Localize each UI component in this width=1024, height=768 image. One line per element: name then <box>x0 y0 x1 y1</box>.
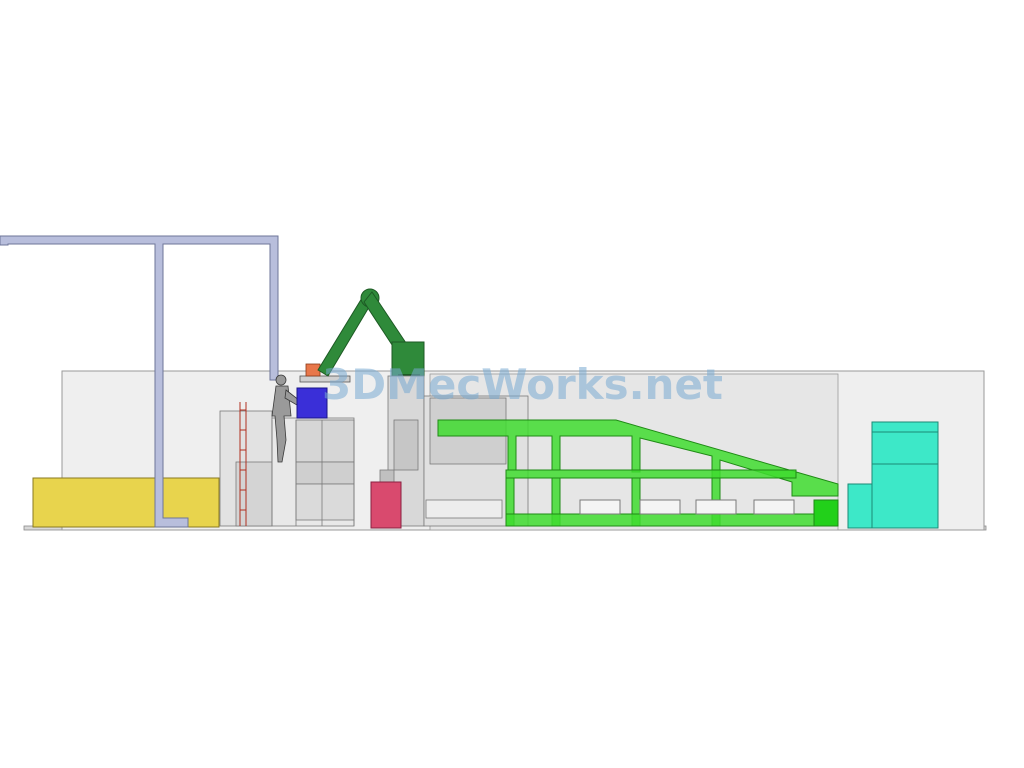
ladder <box>239 402 247 526</box>
teal-cabinets <box>847 421 939 529</box>
pink-block <box>370 481 402 529</box>
overhead-duct <box>0 235 279 528</box>
robot-arm-icon <box>299 288 425 383</box>
green-conveyor <box>437 419 839 527</box>
blue-box <box>296 387 328 419</box>
yellow-platform <box>32 477 220 528</box>
